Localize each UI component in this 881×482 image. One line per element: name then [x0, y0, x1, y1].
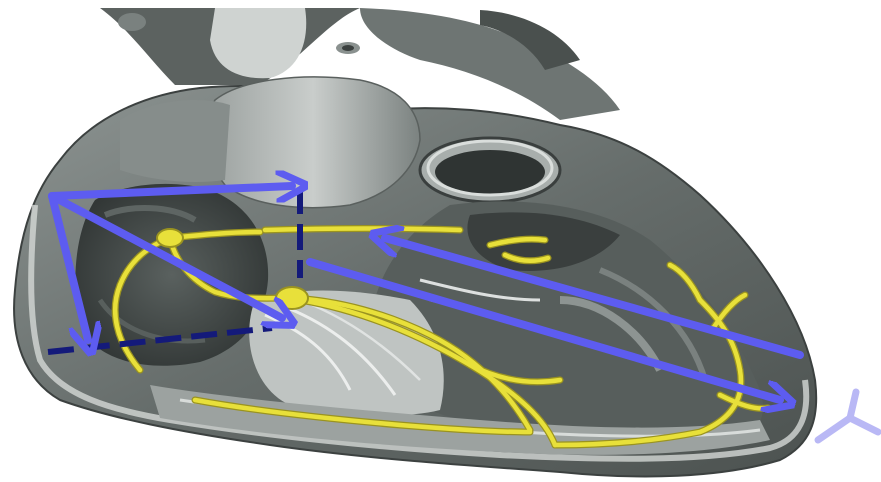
light-marker: [818, 392, 878, 440]
vessel-ring: [420, 138, 560, 202]
sa-node: [157, 229, 183, 247]
av-node: [276, 287, 308, 309]
